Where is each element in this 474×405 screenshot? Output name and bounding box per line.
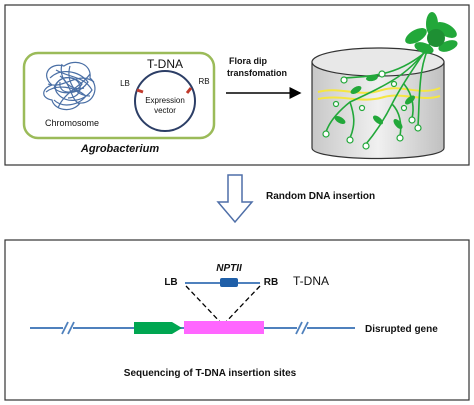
lb-label-top: LB [120, 79, 130, 88]
agrobacterium-label: Agrobacterium [80, 143, 159, 155]
plant-leaves [334, 12, 458, 129]
vector-label-line2: vector [154, 106, 176, 115]
arrow-label-line2: transfomation [227, 68, 287, 78]
bottom-caption: Sequencing of T-DNA insertion sites [124, 368, 297, 379]
chromosome-label: Chromosome [45, 118, 99, 128]
chromosome-icon [43, 61, 96, 111]
tdna-label-bottom: T-DNA [293, 274, 329, 288]
dipping-jar [311, 47, 445, 160]
plant-flowers [322, 70, 422, 150]
plant-icon [325, 39, 433, 145]
gene-segment-pink [184, 321, 264, 334]
step-label: Random DNA insertion [266, 191, 375, 202]
disrupted-gene-label: Disrupted gene [365, 324, 438, 335]
vector-label-line1: Expression [145, 96, 185, 105]
lb-marker [136, 88, 144, 94]
break-mark-right [295, 320, 309, 336]
bottom-panel [4, 239, 470, 401]
lb-label-bottom: LB [164, 277, 177, 288]
down-arrow-icon [216, 174, 254, 224]
arrow-label-line1: Flora dip [229, 56, 268, 66]
insertion-dash-right [222, 285, 261, 326]
nptii-box [220, 278, 238, 287]
gene-arrow-green [134, 322, 182, 334]
rb-label-bottom: RB [264, 277, 278, 288]
rb-marker [185, 87, 193, 94]
break-mark-left [61, 320, 75, 336]
insertion-dash-left [185, 285, 224, 326]
tdna-label-top: T-DNA [147, 57, 183, 71]
nptii-label: NPTII [216, 263, 242, 274]
expression-vector [134, 70, 196, 132]
rb-label-top: RB [198, 77, 209, 86]
